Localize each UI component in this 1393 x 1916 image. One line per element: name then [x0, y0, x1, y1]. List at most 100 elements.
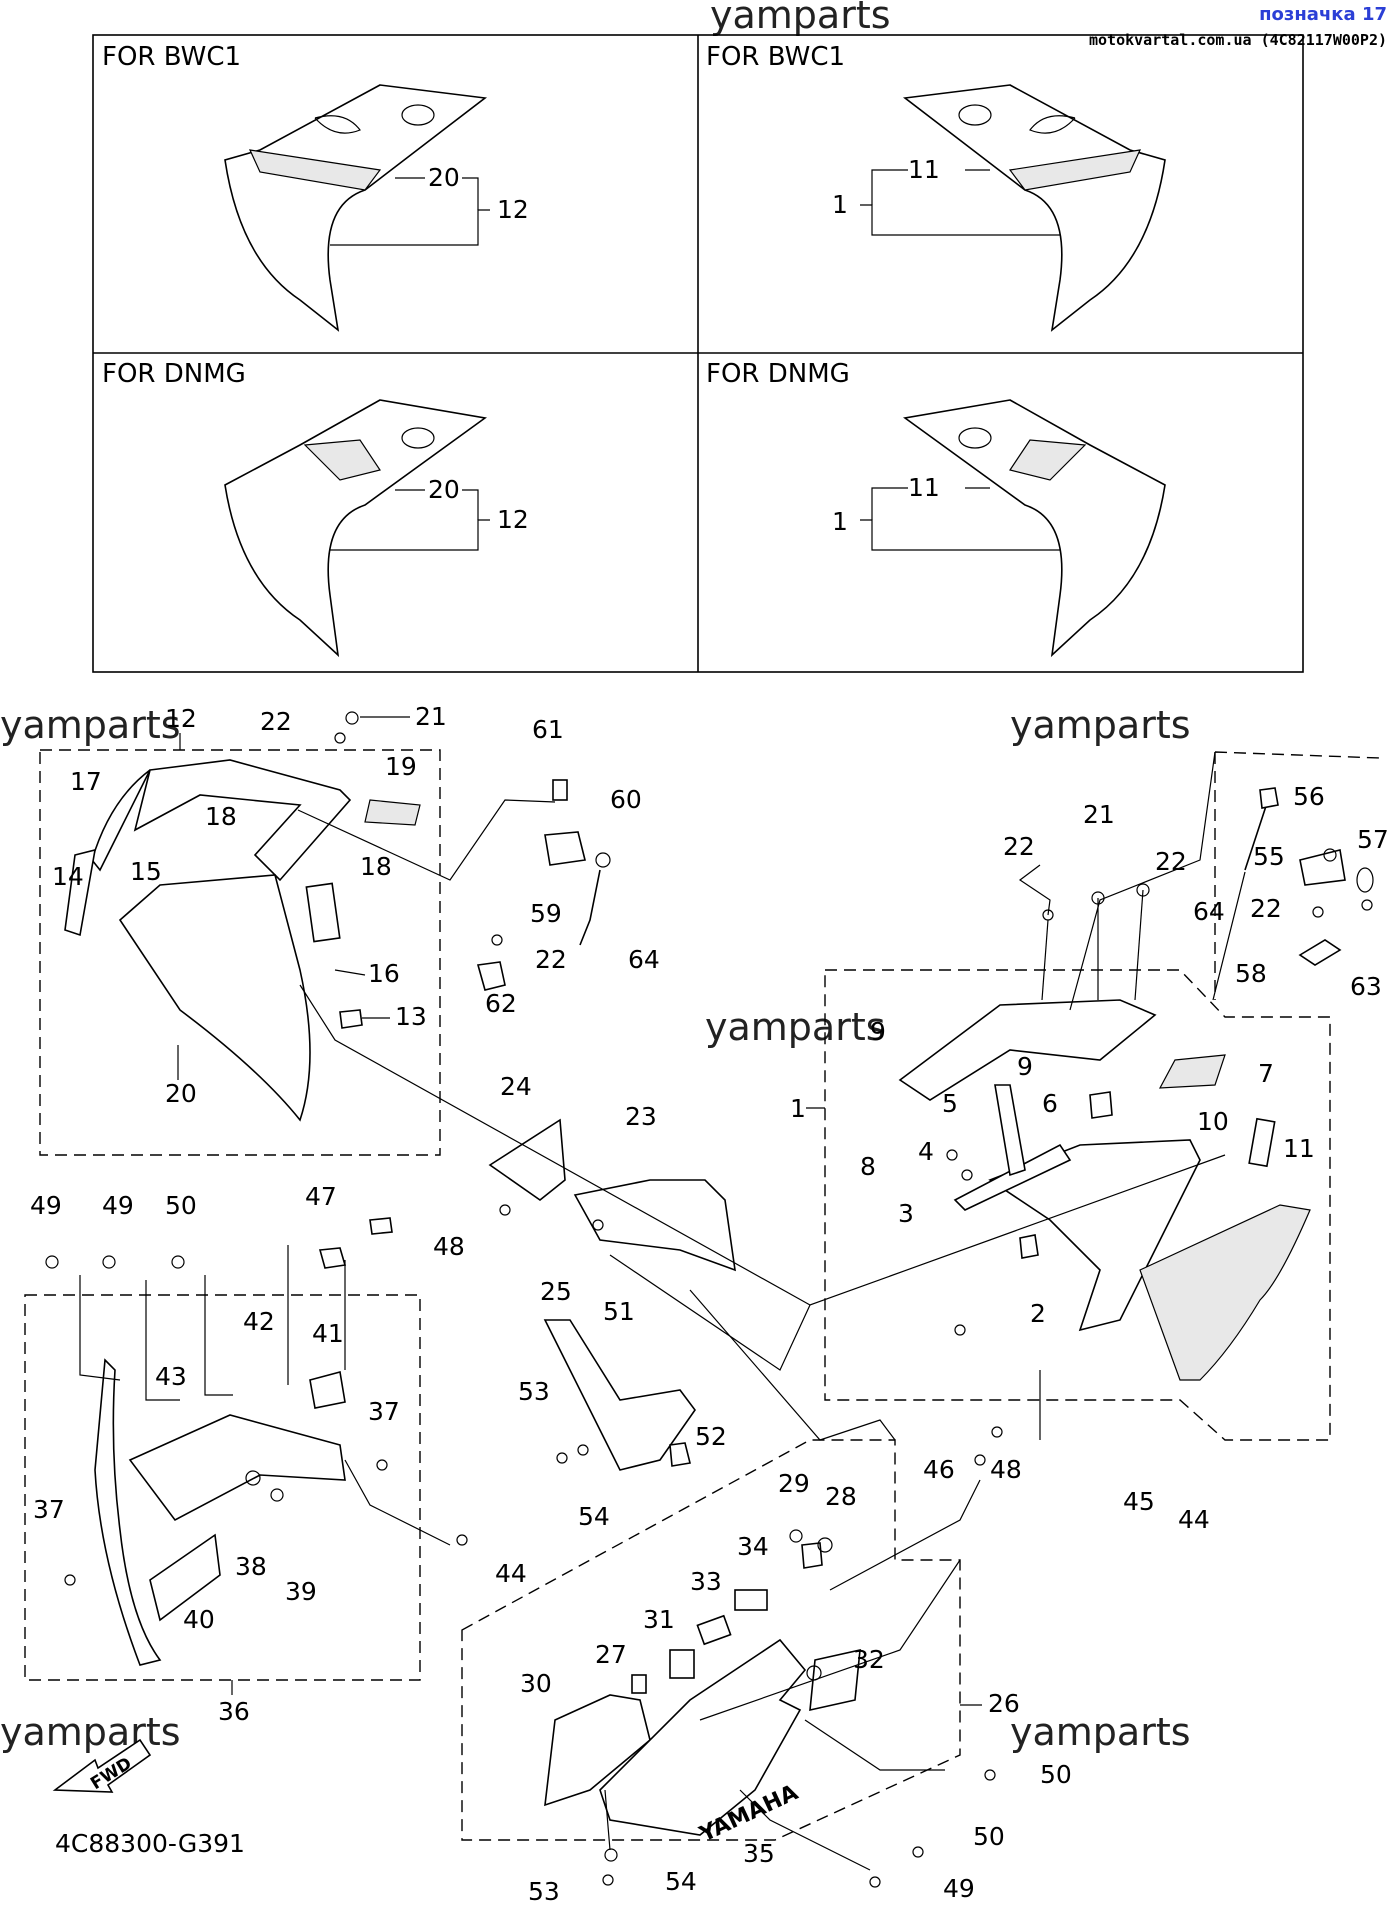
callout-26: 26 — [988, 1689, 1020, 1718]
callout-56: 56 — [1293, 782, 1325, 811]
callout-34: 34 — [737, 1532, 769, 1561]
panel-title-4: FOR DNMG — [706, 359, 850, 389]
callout-6: 6 — [1042, 1089, 1058, 1118]
group-box-12 — [39, 749, 441, 1156]
part-51-group — [543, 1319, 696, 1471]
callout-5: 5 — [942, 1089, 958, 1118]
callout-37: 37 — [33, 1495, 65, 1524]
callout-49: 49 — [102, 1191, 134, 1220]
callout-22: 22 — [1250, 894, 1282, 923]
panel-4-cowling — [902, 399, 1166, 658]
callout-22: 22 — [535, 945, 567, 974]
callout-60: 60 — [610, 785, 642, 814]
panel-3-callout-20: 20 — [428, 475, 460, 504]
panel-2-callout-11: 11 — [908, 155, 940, 184]
callout-18: 18 — [205, 802, 237, 831]
callout-3: 3 — [898, 1199, 914, 1228]
callout-8: 8 — [860, 1152, 876, 1181]
callout-29: 29 — [778, 1469, 810, 1498]
callout-25: 25 — [540, 1277, 572, 1306]
callout-13: 13 — [395, 1002, 427, 1031]
callout-54: 54 — [665, 1867, 697, 1896]
callout-35: 35 — [743, 1839, 775, 1868]
callout-19: 19 — [385, 752, 417, 781]
callout-53: 53 — [518, 1377, 550, 1406]
variant-panels: FOR BWC1 FOR BWC1 FOR DNMG FOR DNMG — [92, 34, 1304, 673]
callout-37: 37 — [368, 1397, 400, 1426]
callout-48: 48 — [433, 1232, 465, 1261]
callout-12: 12 — [165, 704, 197, 733]
callout-22: 22 — [1003, 832, 1035, 861]
callout-23: 23 — [625, 1102, 657, 1131]
callout-48: 48 — [990, 1455, 1022, 1484]
callout-64: 64 — [628, 945, 660, 974]
callout-18: 18 — [360, 852, 392, 881]
group-box-36 — [24, 1294, 421, 1681]
watermark-mid: yamparts — [705, 1005, 886, 1049]
callout-9: 9 — [870, 1017, 886, 1046]
callout-4: 4 — [918, 1137, 934, 1166]
callout-62: 62 — [485, 989, 517, 1018]
panel-4-callout-1: 1 — [832, 507, 848, 536]
part-36-group — [45, 1217, 468, 1666]
panel-1-cowling — [224, 84, 488, 332]
callout-20: 20 — [165, 1079, 197, 1108]
callout-40: 40 — [183, 1605, 215, 1634]
inner-panels-23-24 — [488, 1118, 736, 1272]
callout-17: 17 — [70, 767, 102, 796]
watermark-right-lower: yamparts — [1010, 1710, 1191, 1754]
callout-45: 45 — [1123, 1487, 1155, 1516]
panel-3-cowling — [224, 399, 488, 658]
panel-4-callout-11: 11 — [908, 473, 940, 502]
callout-43: 43 — [155, 1362, 187, 1391]
callout-42: 42 — [243, 1307, 275, 1336]
watermark-top: yamparts — [710, 0, 891, 37]
callout-1: 1 — [790, 1094, 806, 1123]
callout-22: 22 — [1155, 847, 1187, 876]
callout-27: 27 — [595, 1640, 627, 1669]
callout-32: 32 — [853, 1645, 885, 1674]
callout-50: 50 — [1040, 1760, 1072, 1789]
callout-31: 31 — [643, 1605, 675, 1634]
source-ref: motokvartal.com.ua (4C82117W00P2) — [1088, 31, 1387, 49]
callout-49: 49 — [943, 1874, 975, 1903]
panel-2-callout-1: 1 — [832, 190, 848, 219]
callout-57: 57 — [1357, 825, 1389, 854]
callout-7: 7 — [1258, 1059, 1274, 1088]
callout-50: 50 — [973, 1822, 1005, 1851]
bracket-59-group — [476, 779, 611, 991]
callout-41: 41 — [312, 1319, 344, 1348]
callout-46: 46 — [923, 1455, 955, 1484]
callout-33: 33 — [690, 1567, 722, 1596]
callout-61: 61 — [532, 715, 564, 744]
callout-64: 64 — [1193, 897, 1225, 926]
callout-38: 38 — [235, 1552, 267, 1581]
panel-title-1: FOR BWC1 — [102, 42, 241, 72]
page-link[interactable]: позначка 17 — [1259, 4, 1387, 25]
callout-16: 16 — [368, 959, 400, 988]
panel-3-callout-12: 12 — [497, 505, 529, 534]
callout-53: 53 — [528, 1877, 560, 1906]
callout-22: 22 — [260, 707, 292, 736]
watermark-left-upper: yamparts — [0, 703, 181, 747]
callout-10: 10 — [1197, 1107, 1229, 1136]
header-right: позначка 17 motokvartal.com.ua (4C82117W… — [1089, 4, 1387, 49]
leader-lines — [79, 751, 1246, 1871]
callout-9: 9 — [1017, 1052, 1033, 1081]
callout-54: 54 — [578, 1502, 610, 1531]
panel-1-callout-12: 12 — [497, 195, 529, 224]
callout-14: 14 — [52, 862, 84, 891]
callout-30: 30 — [520, 1669, 552, 1698]
part-12-group — [64, 711, 421, 1122]
callout-59: 59 — [530, 899, 562, 928]
panel-title-3: FOR DNMG — [102, 359, 246, 389]
callout-21: 21 — [1083, 800, 1115, 829]
fwd-arrow: FWD — [52, 1738, 152, 1794]
diagram-code: 4C88300-G391 — [55, 1829, 245, 1858]
callout-2: 2 — [1030, 1299, 1046, 1328]
callout-36: 36 — [218, 1697, 250, 1726]
callout-44: 44 — [495, 1559, 527, 1588]
callout-50: 50 — [165, 1191, 197, 1220]
